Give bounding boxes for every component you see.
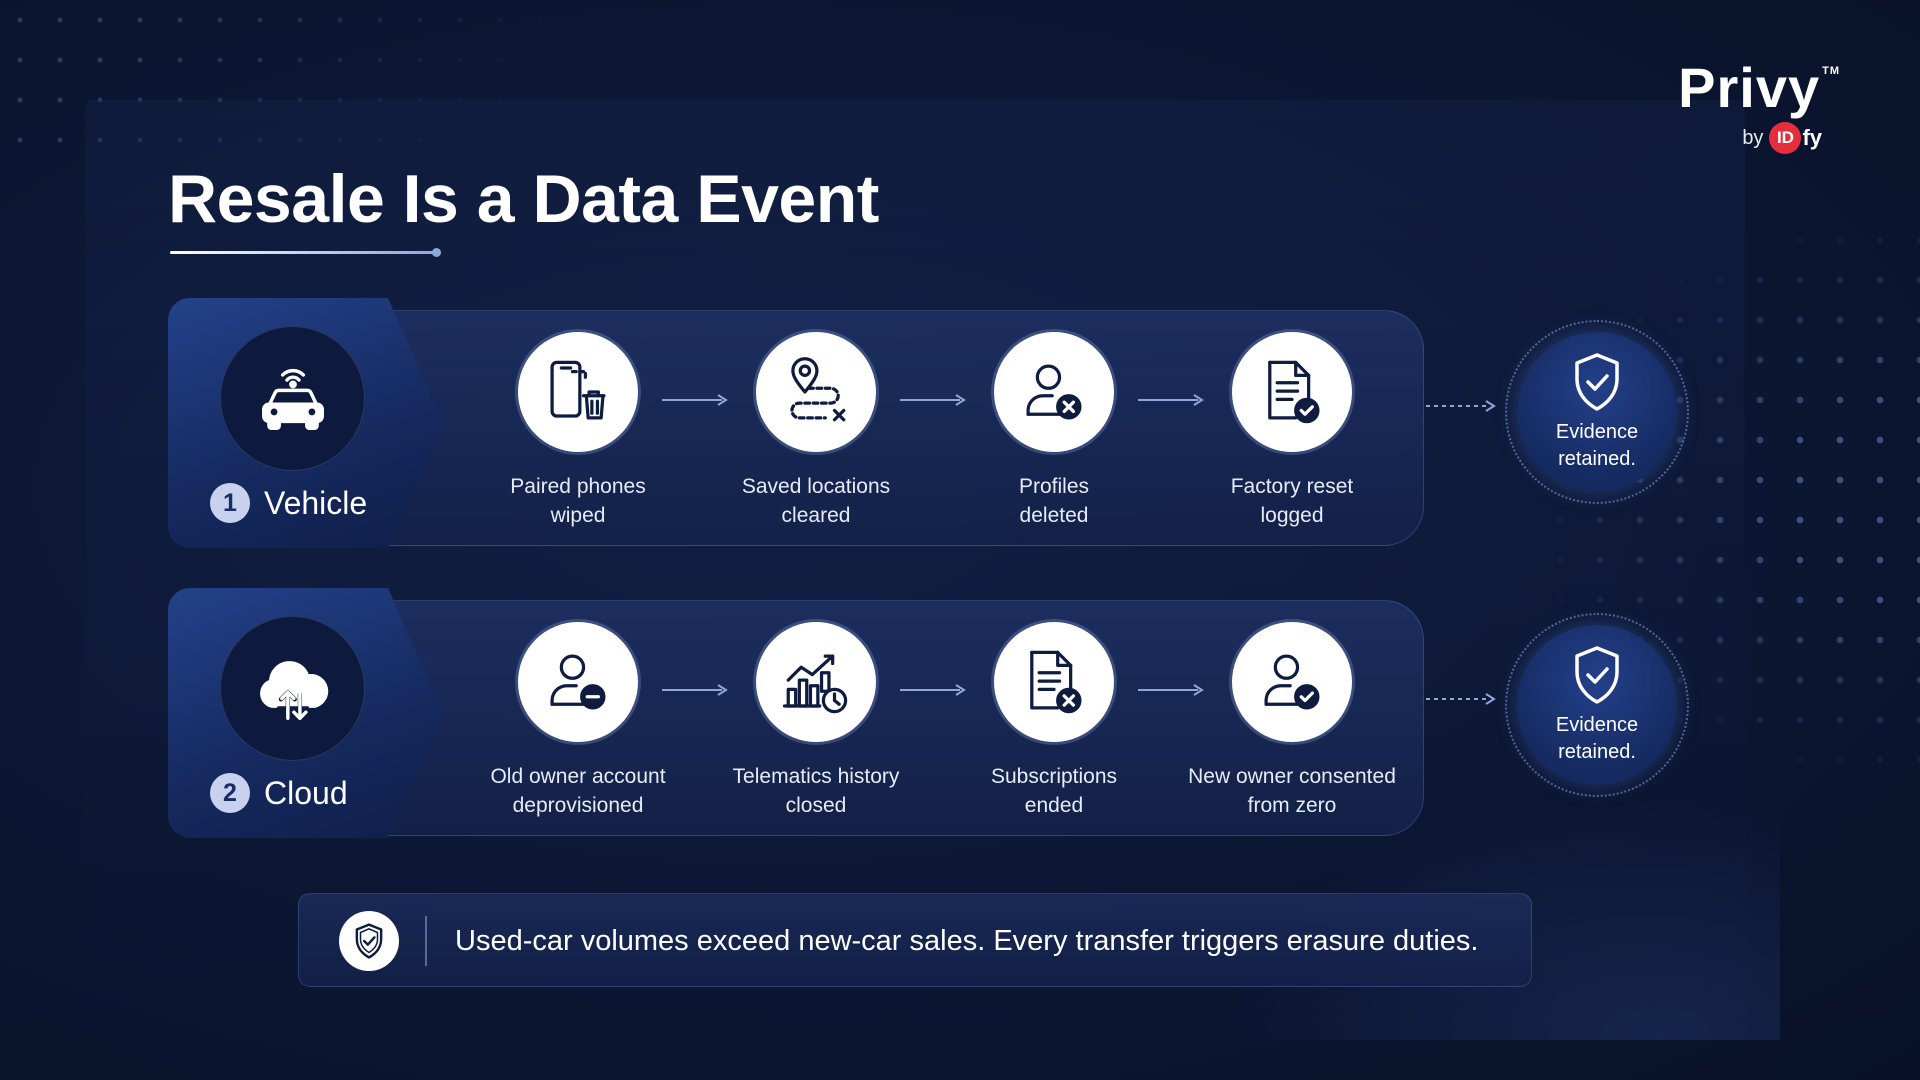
step-label: Saved locations cleared	[741, 475, 891, 527]
dot-pattern-top-left	[0, 0, 620, 170]
connected-car-icon	[261, 368, 324, 430]
arrow-right-icon	[1138, 684, 1204, 696]
step-old-owner-deprovisioned: Old owner account deprovisioned	[468, 622, 688, 820]
step-label: Factory reset logged	[1230, 475, 1354, 527]
step-profiles-deleted: Profiles deleted	[944, 332, 1164, 530]
dashed-arrow-right-icon	[1426, 693, 1496, 705]
logo-name: Privy	[1678, 56, 1821, 119]
step-telematics-closed: Telematics history closed	[706, 622, 926, 820]
row-label-vehicle: 1 Vehicle	[168, 298, 443, 548]
row-label-cloud: 2 Cloud	[168, 588, 443, 838]
arrow-right-icon	[1138, 394, 1204, 406]
chart-clock-icon	[782, 654, 848, 714]
cloud-sync-icon-circle	[220, 616, 365, 761]
document-check-icon	[1268, 360, 1320, 424]
title-underline	[170, 251, 438, 254]
evidence-label: Evidence retained.	[1555, 714, 1639, 763]
row-number-badge: 2	[210, 773, 250, 813]
arrow-right-icon	[662, 684, 728, 696]
banner-divider	[425, 916, 427, 966]
summary-banner: Used-car volumes exceed new-car sales. E…	[298, 893, 1532, 987]
step-paired-phones: Paired phones wiped	[468, 332, 688, 530]
step-label: New owner consented from zero	[1188, 765, 1396, 817]
step-label: Old owner account deprovisioned	[490, 765, 666, 817]
step-label: Profiles deleted	[1018, 475, 1090, 527]
content-frame	[85, 100, 1745, 1035]
vehicle-steps-panel	[330, 310, 1424, 546]
idfy-logo-id: ID	[1769, 122, 1802, 154]
page-title: Resale Is a Data Event	[168, 161, 879, 237]
cloud-sync-icon	[259, 660, 328, 720]
step-label: Telematics history closed	[732, 765, 900, 817]
row-label-text: Cloud	[264, 774, 348, 811]
step-saved-locations: Saved locations cleared	[706, 332, 926, 530]
step-new-owner-consented: New owner consented from zero	[1182, 622, 1402, 820]
logo-by-text: by	[1742, 126, 1764, 149]
arrow-right-icon	[662, 394, 728, 406]
evidence-retained-badge: Evidence retained.	[1505, 320, 1689, 504]
location-x-icon	[790, 357, 846, 422]
document-x-icon	[1030, 650, 1082, 714]
phone-trash-icon	[550, 360, 606, 420]
shield-check-icon	[355, 923, 383, 959]
evidence-label: Evidence retained.	[1555, 421, 1639, 470]
evidence-retained-badge: Evidence retained.	[1505, 613, 1689, 797]
row-label-text: Vehicle	[264, 484, 368, 521]
step-factory-reset: Factory reset logged	[1182, 332, 1402, 530]
logo-trademark: TM	[1822, 65, 1840, 77]
idfy-logo-fy: fy	[1802, 125, 1822, 150]
user-minus-icon	[550, 654, 606, 710]
banner-text: Used-car volumes exceed new-car sales. E…	[455, 925, 1479, 957]
step-label: Paired phones wiped	[510, 475, 646, 527]
cloud-steps-panel	[330, 600, 1424, 836]
step-subscriptions-ended: Subscriptions ended	[944, 622, 1164, 820]
step-label: Subscriptions ended	[990, 765, 1118, 817]
user-x-icon	[1026, 364, 1082, 420]
arrow-right-icon	[900, 394, 966, 406]
arrow-right-icon	[900, 684, 966, 696]
dashed-arrow-right-icon	[1426, 400, 1496, 412]
shield-check-icon	[1575, 646, 1619, 704]
banner-icon-circle	[339, 911, 399, 971]
shield-check-icon	[1575, 353, 1619, 411]
row-number-badge: 1	[210, 483, 250, 523]
connected-car-icon-circle	[220, 326, 365, 471]
user-check-icon	[1264, 654, 1320, 710]
title-underline-dot	[432, 248, 441, 257]
